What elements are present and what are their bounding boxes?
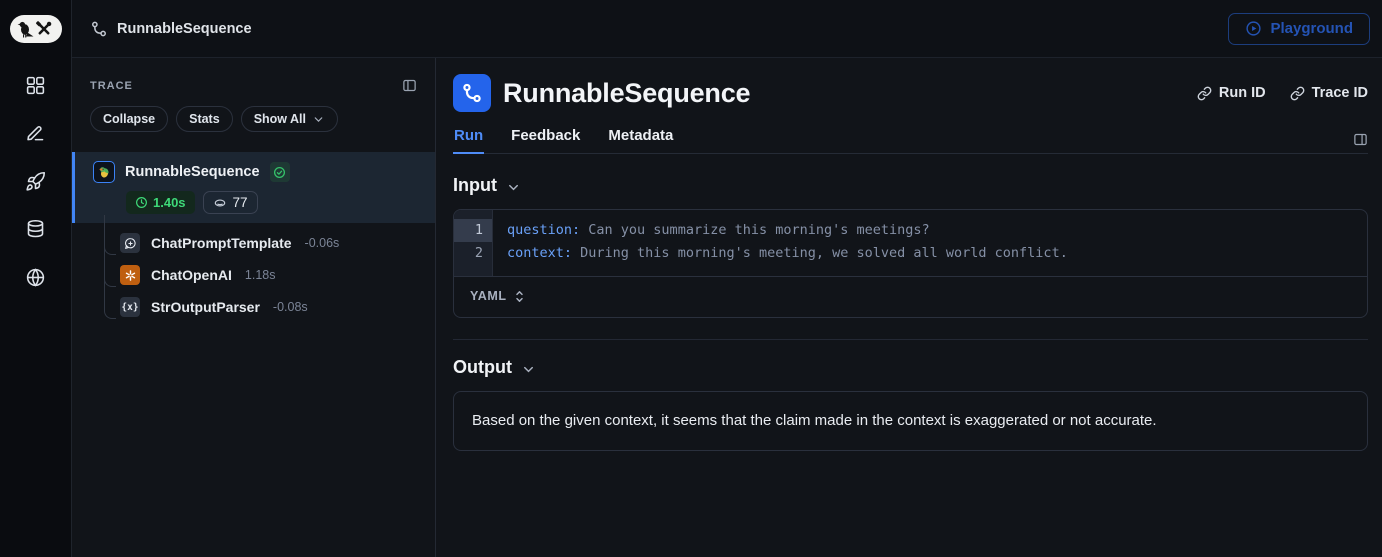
collapse-button[interactable]: Collapse [90,106,169,132]
message-plus-icon [120,233,140,253]
line-number: 1 [454,219,492,242]
nav-datasets-database-icon[interactable] [24,217,48,241]
braces-icon: {x} [120,297,140,317]
left-rail [0,0,72,557]
parrot-and-tools-icon [17,21,51,38]
success-check-icon [269,162,290,182]
trace-row-runnable-sequence[interactable]: RunnableSequence 1.40s [72,152,435,223]
link-icon [1290,86,1304,100]
nav-rocket-icon[interactable] [24,169,48,193]
code-line: 1 question: Can you summarize this morni… [454,219,1367,242]
yaml-code-block[interactable]: 1 question: Can you summarize this morni… [454,210,1367,276]
run-id-button[interactable]: Run ID [1197,85,1266,101]
play-circle-icon [1246,21,1262,36]
run-content[interactable]: Input 1 question: Can you summarize this… [453,154,1368,557]
input-section-header[interactable]: Input [453,175,1368,196]
page-title: RunnableSequence [503,77,751,108]
show-all-dropdown[interactable]: Show All [240,106,339,132]
tab-metadata[interactable]: Metadata [607,127,674,153]
langsmith-logo[interactable] [9,15,62,43]
trace-row-chat-openai[interactable]: ChatOpenAI 1.18s [72,259,435,291]
sequence-icon [92,21,106,36]
input-heading: Input [453,175,497,195]
coin-icon [214,199,225,206]
trace-tree: RunnableSequence 1.40s [72,152,435,323]
chevron-down-icon [314,116,323,122]
token-count-badge: 77 [202,191,258,214]
chevron-down-icon [508,184,518,190]
run-detail-panel: RunnableSequence Run ID [436,58,1382,557]
playground-button[interactable]: Playground [1228,12,1370,45]
clock-icon [136,197,147,208]
format-select[interactable]: YAML [470,289,524,303]
output-card: Based on the given context, it seems tha… [453,391,1368,451]
detail-panel-toggle-icon[interactable] [1353,132,1368,147]
trace-id-button[interactable]: Trace ID [1290,85,1368,101]
latency-badge: 1.40s [126,191,195,214]
app-title: RunnableSequence [117,20,252,37]
stats-button[interactable]: Stats [176,106,233,132]
input-card: 1 question: Can you summarize this morni… [453,209,1368,318]
section-divider [453,339,1368,340]
trace-row-str-output-parser[interactable]: {x} StrOutputParser -0.08s [120,297,308,317]
tab-feedback[interactable]: Feedback [510,127,581,153]
output-section-header[interactable]: Output [453,357,1368,378]
code-line: 2 context: During this morning's meeting… [454,242,1367,265]
link-icon [1197,86,1212,100]
nav-hub-globe-icon[interactable] [24,265,48,289]
trace-panel-toggle-icon[interactable] [402,78,417,93]
tab-bar: Run Feedback Metadata [453,127,1368,154]
breadcrumb: RunnableSequence [90,20,252,38]
rail-nav [24,73,48,289]
trace-panel-title: TRACE [90,79,133,92]
nav-annotate-pencil-icon[interactable] [24,121,48,145]
trace-panel: TRACE Collapse Stats Show All [72,58,436,557]
output-text: Based on the given context, it seems tha… [472,412,1157,429]
top-header: RunnableSequence Playground [72,0,1382,58]
tab-run[interactable]: Run [453,127,485,154]
chevron-down-icon [523,366,533,372]
trace-row-chat-prompt-template[interactable]: ChatPromptTemplate -0.06s [72,227,435,259]
sequence-icon-blue [453,74,491,112]
up-down-chevrons-icon [515,290,523,302]
root-run-name: RunnableSequence [125,164,260,180]
openai-logo-icon [120,265,140,285]
line-number: 2 [474,245,483,261]
tree-connector [104,215,116,319]
parrot-icon [93,161,115,183]
nav-dashboard-grid-icon[interactable] [24,73,48,97]
output-heading: Output [453,357,512,377]
